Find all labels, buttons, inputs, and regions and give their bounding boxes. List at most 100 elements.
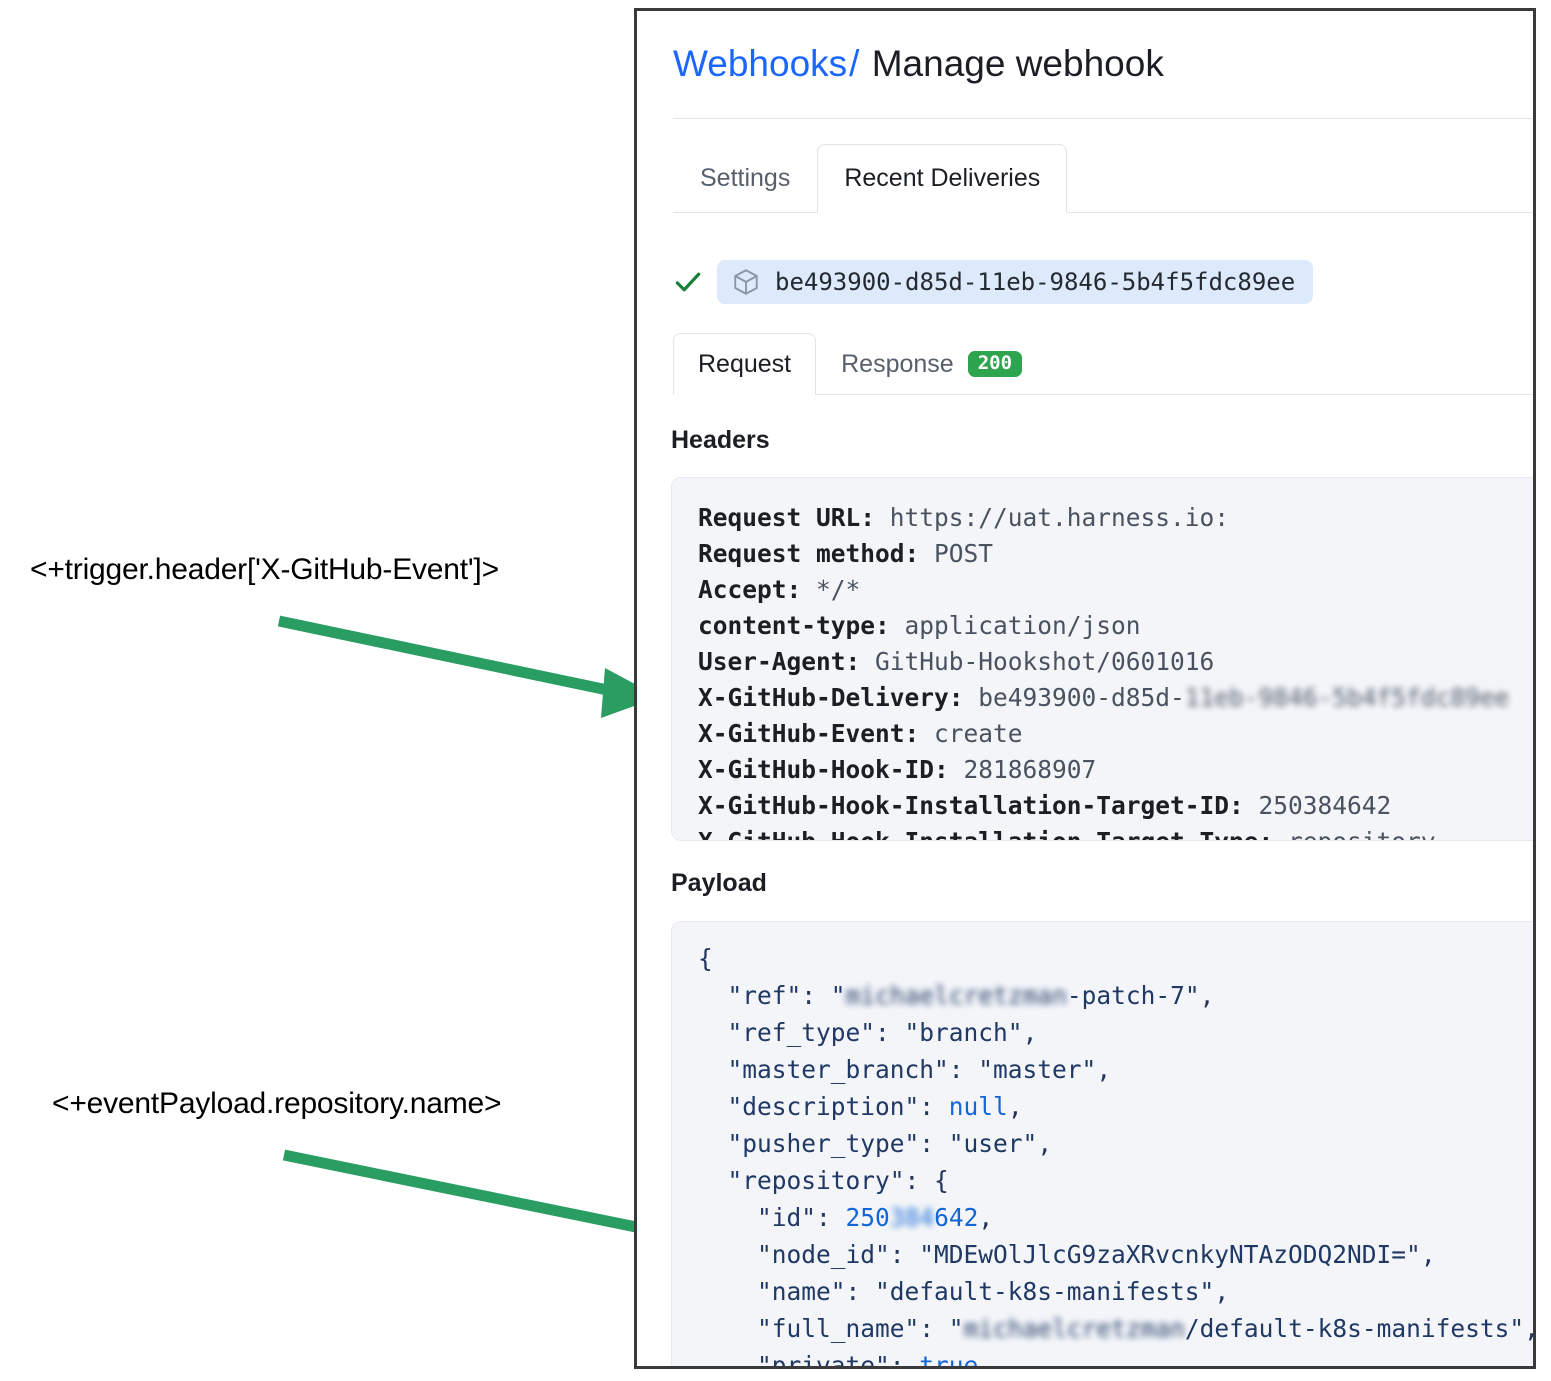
payload-line: {: [698, 940, 1533, 977]
title-divider: [673, 118, 1533, 119]
payload-redacted-text: michaelcretzman: [963, 1314, 1185, 1343]
header-name: X-GitHub-Delivery:: [698, 683, 964, 712]
tab-settings[interactable]: Settings: [673, 144, 817, 213]
tab-response[interactable]: Response 200: [816, 333, 1047, 395]
payload-token-str: ": [948, 1314, 964, 1343]
cube-icon: [734, 269, 758, 295]
payload-line: "full_name": "michaelcretzman/default-k8…: [698, 1310, 1533, 1347]
tab-recent-deliveries[interactable]: Recent Deliveries: [817, 144, 1068, 213]
tab-request-label: Request: [698, 349, 792, 378]
payload-token-key: "name": [757, 1277, 846, 1306]
header-row: X-GitHub-Delivery: be493900-d85d-11eb-98…: [698, 680, 1533, 716]
payload-token-punct: ,: [1420, 1240, 1436, 1269]
payload-token-punct: :: [919, 1129, 949, 1158]
payload-indent: [698, 1314, 757, 1343]
payload-indent: [698, 1129, 728, 1158]
header-row: X-GitHub-Hook-ID: 281868907: [698, 752, 1533, 788]
status-badge: 200: [967, 351, 1023, 377]
payload-token-key: "private": [757, 1351, 890, 1369]
header-value: repository: [1288, 827, 1436, 840]
header-row: User-Agent: GitHub-Hookshot/0601016: [698, 644, 1533, 680]
payload-indent: [698, 1240, 757, 1269]
payload-token-key: "pusher_type": [727, 1129, 920, 1158]
header-name: Request method:: [698, 539, 920, 568]
payload-token-str: "master": [978, 1055, 1097, 1084]
payload-indent: [698, 1203, 757, 1232]
check-icon: [675, 272, 701, 292]
tab-settings-label: Settings: [700, 164, 791, 192]
header-name: Request URL:: [698, 503, 876, 532]
annotation-arrow-header-icon: [277, 615, 659, 718]
payload-token-str: ": [830, 981, 846, 1010]
header-value: https://uat.harness.io:: [889, 503, 1230, 532]
payload-token-punct: :: [801, 981, 831, 1010]
webhook-screenshot-panel: Webhooks/ Manage webhook Settings Recent…: [634, 8, 1536, 1369]
header-name: content-type:: [698, 611, 890, 640]
header-value: create: [934, 719, 1023, 748]
payload-token-str: -patch-7": [1066, 981, 1200, 1010]
headers-section-heading: Headers: [671, 426, 770, 454]
header-name: X-GitHub-Hook-ID:: [698, 755, 949, 784]
payload-token-num: 250: [845, 1203, 890, 1232]
payload-line: "private": true,: [698, 1347, 1533, 1369]
payload-token-key: "full_name": [757, 1314, 920, 1343]
payload-token-punct: ,: [1199, 981, 1215, 1010]
delivery-id-badge[interactable]: be493900-d85d-11eb-9846-5b4f5fdc89ee: [717, 260, 1314, 304]
header-value: */*: [816, 575, 861, 604]
primary-tabs-rule: [673, 212, 1533, 213]
annotation-label-header-expression: <+trigger.header['X-GitHub-Event']>: [30, 553, 499, 586]
payload-token-num: 642: [934, 1203, 979, 1232]
payload-token-str: /default-k8s-manifests": [1184, 1314, 1525, 1343]
payload-token-str: "branch": [904, 1018, 1023, 1047]
header-row: Request method: POST: [698, 536, 1533, 572]
payload-token-punct: :: [816, 1203, 846, 1232]
payload-token-punct: : {: [904, 1166, 949, 1195]
payload-token-kw: true: [919, 1351, 979, 1369]
payload-token-punct: ,: [978, 1351, 994, 1369]
payload-line: "ref": "michaelcretzman-patch-7",: [698, 977, 1533, 1014]
header-value: 281868907: [963, 755, 1097, 784]
payload-token-key: "ref_type": [727, 1018, 876, 1047]
payload-line: "ref_type": "branch",: [698, 1014, 1533, 1051]
header-row: X-GitHub-Event: create: [698, 716, 1533, 752]
header-row: Request URL: https://uat.harness.io:: [698, 500, 1533, 536]
payload-code-box: { "ref": "michaelcretzman-patch-7", "ref…: [671, 921, 1533, 1369]
payload-line: "repository": {: [698, 1162, 1533, 1199]
payload-section-heading: Payload: [671, 869, 767, 897]
header-value: GitHub-Hookshot/0601016: [875, 647, 1215, 676]
payload-indent: [698, 1277, 757, 1306]
header-value-redacted: 11eb-9846-5b4f5fdc89ee: [1184, 683, 1510, 712]
headers-lines: Request URL: https://uat.harness.io:Requ…: [698, 500, 1533, 840]
header-name: User-Agent:: [698, 647, 861, 676]
payload-line: "name": "default-k8s-manifests",: [698, 1273, 1533, 1310]
payload-token-punct: :: [889, 1240, 920, 1269]
payload-token-str: "MDEwOlJlcG9zaXRvcnkyNTAzODQ2NDI=": [919, 1240, 1421, 1269]
payload-token-punct: :: [875, 1018, 905, 1047]
payload-token-punct: :: [889, 1351, 920, 1369]
delivery-row: be493900-d85d-11eb-9846-5b4f5fdc89ee: [673, 260, 1314, 304]
header-value: 250384642: [1258, 791, 1392, 820]
header-name: Accept:: [698, 575, 802, 604]
payload-token-key: "ref": [727, 981, 802, 1010]
payload-token-str: "default-k8s-manifests": [875, 1277, 1215, 1306]
header-row: X-GitHub-Hook-Installation-Target-Type: …: [698, 824, 1533, 840]
payload-token-punct: ,: [1022, 1018, 1038, 1047]
header-name: X-GitHub-Hook-Installation-Target-ID:: [698, 791, 1244, 820]
payload-token-punct: :: [845, 1277, 876, 1306]
payload-token-key: "repository": [727, 1166, 905, 1195]
payload-line: "description": null,: [698, 1088, 1533, 1125]
breadcrumb-link-webhooks[interactable]: Webhooks: [673, 43, 848, 84]
payload-token-punct: ,: [1007, 1092, 1023, 1121]
delivery-guid-text: be493900-d85d-11eb-9846-5b4f5fdc89ee: [775, 268, 1296, 296]
payload-token-punct: ,: [1214, 1277, 1230, 1306]
header-value: POST: [934, 539, 994, 568]
payload-redacted-text: michaelcretzman: [845, 981, 1067, 1010]
payload-token-key: "description": [727, 1092, 920, 1121]
tab-request[interactable]: Request: [673, 333, 817, 395]
payload-indent: [698, 1055, 728, 1084]
payload-indent: [698, 1166, 728, 1195]
payload-indent: [698, 1092, 728, 1121]
payload-line: "pusher_type": "user",: [698, 1125, 1533, 1162]
payload-indent: [698, 981, 728, 1010]
payload-token-punct: ,: [1524, 1314, 1533, 1343]
